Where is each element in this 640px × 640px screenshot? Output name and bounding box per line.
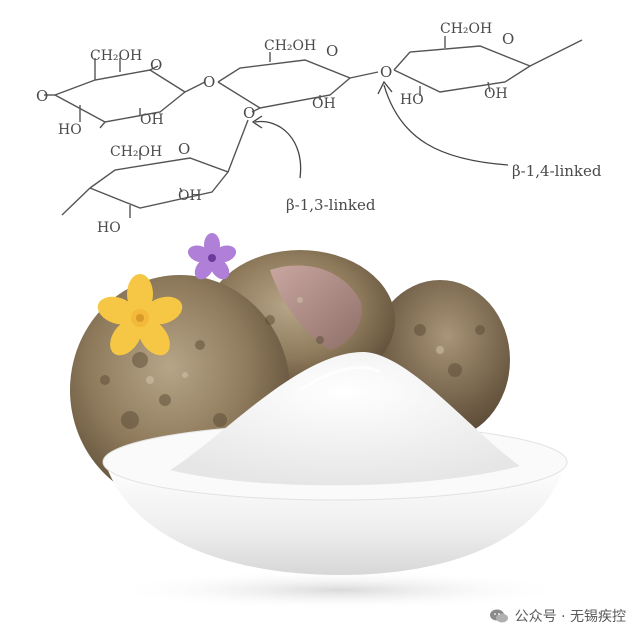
label-u4-ch2oh: CH₂OH [110,144,162,160]
glucomannan-structure: O CH₂OH O HO OH O CH₂OH O OH O O CH₂OH O… [36,21,602,236]
arrow-head-beta-1-3 [251,115,263,129]
arrow-beta-1-3 [254,120,302,179]
label-u3-oh: OH [484,86,508,102]
bowl-shadow [110,570,570,610]
arrow-head-beta-1-4 [377,80,393,95]
tuber-texture [100,315,485,429]
label-u2-oh: OH [312,96,336,112]
label-glycosidic-o-1: O [203,73,215,91]
watermark-text: 公众号 · 无锡疾控 [514,609,626,625]
label-u4-oh: OH [178,188,202,204]
sugar-ring-3 [393,36,583,96]
label-beta-1-3-linked: β-1,3-linked [286,196,376,214]
label-u3-ch2oh: CH₂OH [440,21,492,37]
label-u2-ch2oh: CH₂OH [264,38,316,54]
label-u4-ring-o: O [178,140,190,158]
label-u1-ho: HO [58,122,82,138]
purple-flower-icon [187,233,237,280]
sugar-ring-4 [61,119,249,218]
label-u2-o-1-3: O [243,104,255,122]
tuber-bud [270,265,362,350]
wechat-icon [489,609,508,623]
konjac-powder [170,351,520,486]
label-u4-ho: HO [97,220,121,236]
label-u1-ring-o: O [150,56,162,74]
arrow-beta-1-4 [383,84,509,166]
bowl-with-konjac-powder [102,351,568,575]
label-u1-ch2oh: CH₂OH [90,48,142,64]
label-o-left: O [36,87,48,105]
sugar-ring-1 [44,58,206,129]
label-u3-ring-o: O [502,30,514,48]
label-u3-ho: HO [400,92,424,108]
tuber-highlights [146,297,444,384]
label-beta-1-4-linked: β-1,4-linked [512,162,602,180]
label-u2-ring-o: O [326,42,338,60]
yellow-flower-icon [97,274,183,356]
label-u1-oh: OH [140,112,164,128]
sugar-ring-2 [217,52,379,113]
watermark: 公众号 · 无锡疾控 [489,606,626,626]
label-glycosidic-o-2: O [380,63,392,81]
